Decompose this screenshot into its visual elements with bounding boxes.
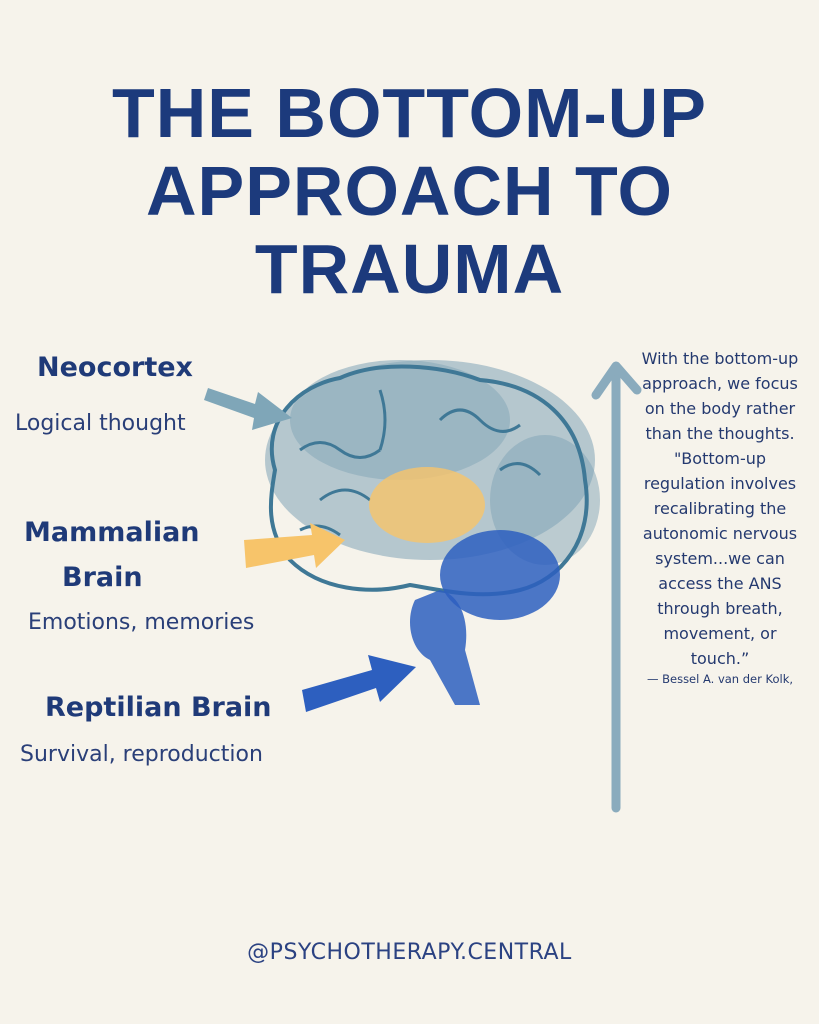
- quote-text: With the bottom-up approach, we focus on…: [641, 349, 799, 668]
- page-title: THE BOTTOM-UP APPROACH TO TRAUMA: [0, 74, 819, 308]
- title-line-1: THE BOTTOM-UP: [111, 74, 707, 152]
- title-line-2: APPROACH TO: [146, 152, 673, 230]
- quote-block: With the bottom-up approach, we focus on…: [640, 346, 800, 688]
- mammalian-region: [369, 467, 485, 543]
- reptilian-region: [440, 530, 560, 620]
- neocortex-heading: Neocortex: [37, 352, 193, 383]
- reptilian-heading: Reptilian Brain: [45, 692, 272, 723]
- quote-attribution: — Bessel A. van der Kolk,: [646, 672, 794, 686]
- mammalian-description: Emotions, memories: [28, 610, 255, 635]
- footer-handle: @PSYCHOTHERAPY.CENTRAL: [247, 940, 572, 965]
- mammalian-heading-line-2: Brain: [62, 562, 143, 593]
- bottom-up-arrow-icon: [591, 361, 642, 813]
- title-line-3: TRAUMA: [254, 230, 565, 308]
- neocortex-description: Logical thought: [15, 411, 186, 436]
- mammalian-heading-line-1: Mammalian: [24, 517, 200, 548]
- mammalian-arrow: [244, 523, 345, 568]
- reptilian-arrow: [302, 655, 416, 712]
- reptilian-description: Survival, reproduction: [20, 742, 263, 767]
- neocortex-arrow: [204, 388, 292, 430]
- brain-illustration: [265, 360, 600, 705]
